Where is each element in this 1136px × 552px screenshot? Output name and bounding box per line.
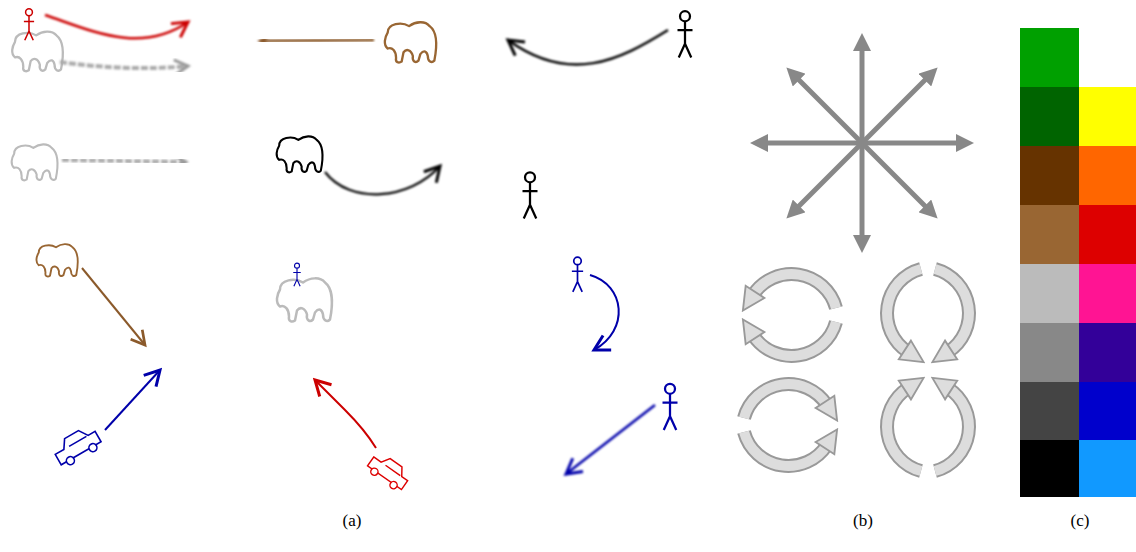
sketch-row-1 bbox=[12, 9, 692, 71]
panel-label: (c) bbox=[1071, 511, 1090, 531]
direction-star bbox=[765, 48, 959, 238]
color-palette bbox=[1020, 28, 1136, 497]
panel-label: (a) bbox=[343, 511, 362, 531]
panel-label: (b) bbox=[853, 511, 873, 531]
sketch-row-3 bbox=[36, 244, 618, 350]
rotation-icons bbox=[744, 269, 969, 471]
sketch-row-2 bbox=[12, 136, 655, 218]
sketch-row-4 bbox=[51, 370, 678, 493]
